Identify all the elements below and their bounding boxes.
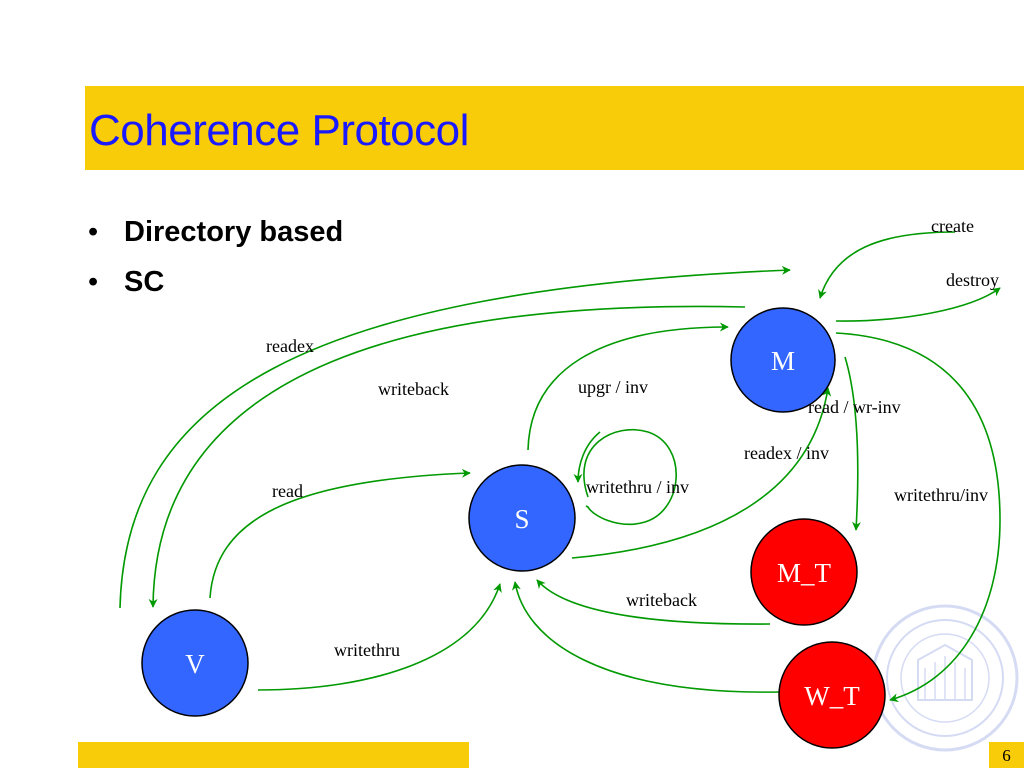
state-m-t: M_T <box>750 518 858 626</box>
label-writeback-mt-to-s: writeback <box>626 590 697 610</box>
state-s-label: S <box>514 504 529 534</box>
label-upgr-inv: upgr / inv <box>578 377 648 397</box>
label-read-wr-inv: read / wr-inv <box>808 397 901 417</box>
bullet-text: Directory based <box>124 216 344 248</box>
edge-readex-inv <box>571 387 832 559</box>
edge-upgr-inv <box>527 322 729 451</box>
state-v-label: V <box>185 649 205 679</box>
bullet-dot-icon: • <box>88 266 99 298</box>
slide-title: Coherence Protocol <box>89 106 469 155</box>
page-number-box: 6 <box>989 742 1024 768</box>
label-create: create <box>931 216 974 236</box>
bullet-text: SC <box>124 266 165 298</box>
label-readex-inv: readex / inv <box>744 443 829 463</box>
edge-create <box>818 231 956 299</box>
label-read: read <box>272 481 303 501</box>
title-bar: Coherence Protocol <box>85 86 1024 170</box>
edge-writethru-inv-m <box>835 332 1001 703</box>
state-s: S <box>468 464 576 572</box>
label-writethru: writethru <box>334 640 400 660</box>
label-writeback-m-to-v: writeback <box>378 379 449 399</box>
state-w-t: W_T <box>778 641 886 749</box>
label-destroy: destroy <box>946 270 999 290</box>
state-m-t-label: M_T <box>777 558 832 588</box>
edge-readex <box>119 265 791 609</box>
edge-writethru-wt-to-s <box>511 581 781 693</box>
state-v: V <box>141 609 249 717</box>
edge-read-wr-inv <box>844 356 861 531</box>
state-m: M <box>730 307 836 413</box>
edge-read <box>209 468 471 599</box>
edge-writeback-m-to-v <box>148 305 746 608</box>
state-w-t-label: W_T <box>804 681 860 711</box>
edge-destroy <box>835 287 1001 322</box>
edge-writeback-mt-to-s <box>536 579 771 625</box>
bullet-item: • SC <box>88 260 343 310</box>
label-writethru-inv-loop: writethru / inv <box>586 477 689 497</box>
footer-bar <box>78 742 469 768</box>
edge-writethru <box>257 583 502 691</box>
bullet-item: • Directory based <box>88 210 343 260</box>
label-readex: readex <box>266 336 314 356</box>
university-seal-logo <box>871 604 1019 752</box>
state-m-label: M <box>771 346 795 376</box>
bullet-dot-icon: • <box>88 216 99 248</box>
bullet-list: • Directory based • SC <box>88 210 343 310</box>
edge-writethru-inv-loop <box>583 428 677 526</box>
page-number: 6 <box>1002 746 1011 765</box>
label-writethru-inv-m: writethru/inv <box>894 485 988 505</box>
edge-writethru-inv-loop-arrow <box>573 431 601 483</box>
